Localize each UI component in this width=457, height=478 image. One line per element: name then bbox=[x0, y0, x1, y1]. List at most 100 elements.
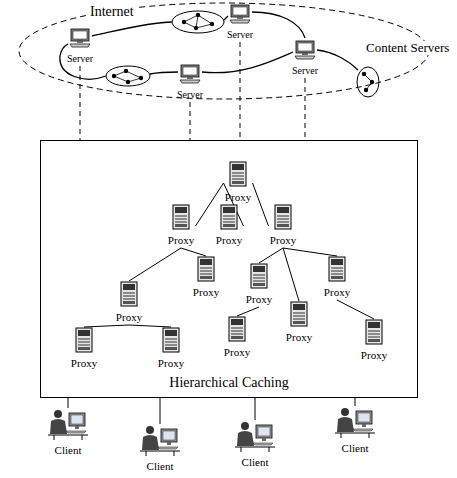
proxy-label: Proxy bbox=[116, 311, 142, 323]
client-node: Client bbox=[47, 408, 89, 458]
proxy-icon bbox=[274, 204, 292, 230]
tree-connector bbox=[283, 248, 299, 301]
tree-connector bbox=[196, 183, 224, 226]
box-node: Hierarchical CachingProxyProxyProxyProxy… bbox=[40, 140, 418, 398]
label-row: Server bbox=[66, 48, 95, 66]
server-label: Server bbox=[177, 89, 203, 100]
label-row: Proxy bbox=[323, 282, 352, 300]
client-label: Client bbox=[242, 456, 269, 468]
tree-connector bbox=[160, 398, 161, 424]
tree-connector bbox=[181, 248, 206, 256]
client-label: Client bbox=[342, 442, 369, 454]
server-label: Server bbox=[227, 29, 253, 40]
label-row: Server bbox=[176, 84, 205, 102]
dashed-connector bbox=[190, 102, 191, 140]
label-row: Server bbox=[291, 60, 320, 78]
tree-connector bbox=[355, 398, 356, 406]
proxy-icon bbox=[229, 161, 247, 187]
server-icon bbox=[228, 4, 252, 24]
server-node: Server bbox=[291, 40, 320, 78]
client-node: Client bbox=[139, 424, 181, 474]
proxy-node: Proxy bbox=[167, 204, 196, 248]
proxy-node: Proxy bbox=[360, 319, 389, 363]
proxy-icon bbox=[75, 327, 93, 353]
group-title: Hierarchical Caching bbox=[169, 375, 288, 390]
proxy-icon bbox=[365, 319, 383, 345]
label-row: Proxy bbox=[157, 353, 186, 371]
label-row: Proxy bbox=[269, 230, 298, 248]
proxy-icon bbox=[162, 327, 180, 353]
proxy-icon bbox=[197, 256, 215, 282]
proxy-label: Proxy bbox=[71, 357, 97, 369]
proxy-node: Proxy bbox=[323, 256, 352, 300]
client-label: Client bbox=[55, 444, 82, 456]
subnet-cloud bbox=[106, 11, 379, 97]
label-row: Proxy bbox=[70, 353, 99, 371]
dashed-connector bbox=[305, 78, 306, 140]
client-label: Client bbox=[147, 460, 174, 472]
server-label: Server bbox=[67, 53, 93, 64]
proxy-label: Proxy bbox=[224, 346, 250, 358]
label-row: Proxy bbox=[224, 187, 253, 205]
proxy-label: Proxy bbox=[158, 357, 184, 369]
proxy-icon bbox=[250, 263, 268, 289]
proxy-node: Proxy bbox=[269, 204, 298, 248]
client-icon bbox=[335, 406, 375, 438]
server-icon bbox=[68, 28, 92, 48]
server-icon bbox=[293, 40, 317, 60]
dashed-connector bbox=[80, 66, 81, 140]
client-icon bbox=[235, 420, 275, 452]
proxy-icon bbox=[172, 204, 190, 230]
proxy-icon bbox=[328, 256, 346, 282]
proxy-label: Proxy bbox=[225, 191, 251, 203]
proxy-label: Proxy bbox=[286, 331, 312, 343]
label-row: Proxy bbox=[115, 307, 144, 325]
proxy-label: Proxy bbox=[216, 234, 242, 246]
server-icon bbox=[178, 64, 202, 84]
proxy-node: Proxy bbox=[70, 327, 99, 371]
label-row: Proxy bbox=[192, 282, 221, 300]
group-label: Content Servers bbox=[364, 41, 451, 55]
label-row: Proxy bbox=[360, 345, 389, 363]
tree-connector bbox=[129, 248, 181, 281]
label-row: Client bbox=[47, 440, 89, 458]
proxy-icon bbox=[220, 204, 238, 230]
label-row: Client bbox=[234, 452, 276, 470]
client-icon bbox=[48, 408, 88, 440]
dashed-connector bbox=[240, 42, 241, 140]
label-row: Proxy bbox=[167, 230, 196, 248]
client-icon bbox=[140, 424, 180, 456]
tree-connector bbox=[129, 325, 171, 327]
client-node: Client bbox=[234, 420, 276, 470]
proxy-label: Proxy bbox=[168, 234, 194, 246]
proxy-node: Proxy bbox=[224, 161, 253, 205]
tree-connector bbox=[237, 307, 259, 316]
server-label: Server bbox=[292, 65, 318, 76]
proxy-label: Proxy bbox=[246, 293, 272, 305]
label-row: Client bbox=[139, 456, 181, 474]
proxy-label: Proxy bbox=[324, 286, 350, 298]
tree-connector bbox=[255, 398, 256, 420]
label-row: Proxy bbox=[285, 327, 314, 345]
label-row: Proxy bbox=[215, 230, 244, 248]
tree-connector bbox=[337, 300, 374, 319]
tree-connector bbox=[283, 248, 337, 256]
server-node: Server bbox=[226, 4, 255, 42]
proxy-node: Proxy bbox=[223, 316, 252, 360]
proxy-node: Proxy bbox=[115, 281, 144, 325]
label-row: Server bbox=[226, 24, 255, 42]
label-row: Client bbox=[334, 438, 376, 456]
server-node: Server bbox=[66, 28, 95, 66]
proxy-node: Proxy bbox=[285, 301, 314, 345]
proxy-icon bbox=[228, 316, 246, 342]
ellipse-node: InternetContent ServersServerServerServe… bbox=[18, 2, 430, 100]
proxy-label: Proxy bbox=[270, 234, 296, 246]
tree-connector bbox=[253, 183, 269, 226]
text-holder: Content Servers bbox=[364, 38, 451, 56]
subnet-router bbox=[112, 13, 374, 92]
proxy-icon bbox=[290, 301, 308, 327]
proxy-node: Proxy bbox=[192, 256, 221, 300]
proxy-icon bbox=[120, 281, 138, 307]
proxy-label: Proxy bbox=[361, 349, 387, 361]
client-node: Client bbox=[334, 406, 376, 456]
